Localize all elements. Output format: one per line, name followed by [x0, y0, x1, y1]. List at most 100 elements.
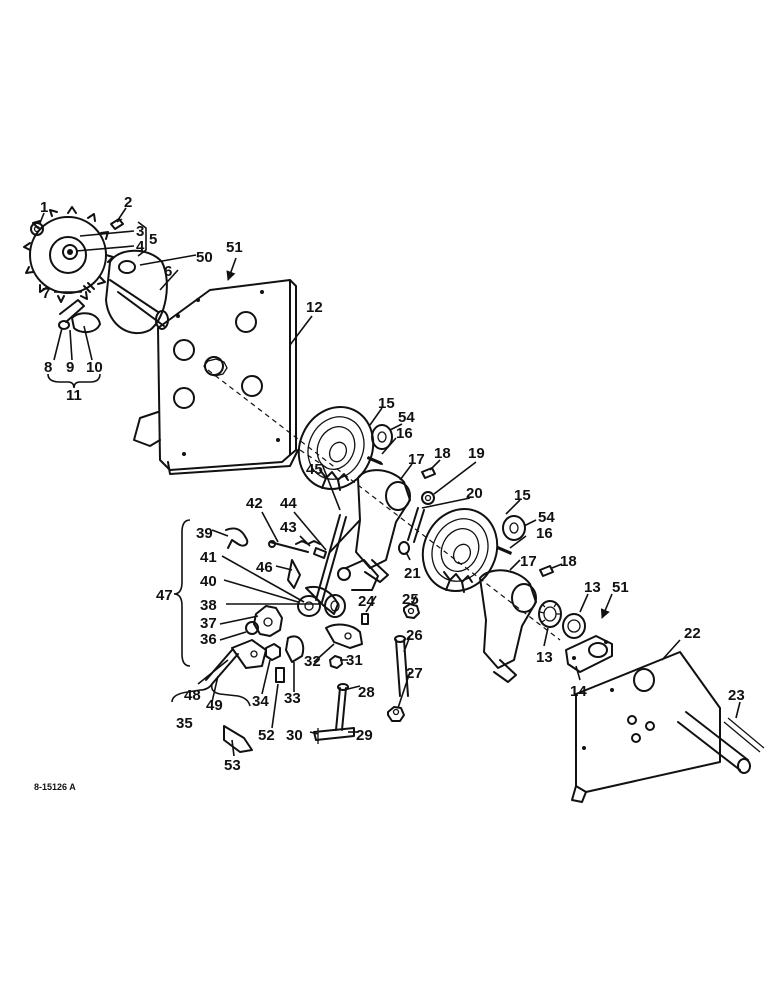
callout-16: 16	[396, 425, 413, 442]
callout-28: 28	[358, 684, 375, 701]
callout-2: 2	[124, 194, 132, 211]
callout-8: 8	[44, 359, 52, 376]
star-wheel-37	[253, 605, 283, 637]
callout-12: 12	[306, 299, 323, 316]
callout-labels: 1 2 3 4 5 6 7 8 9 10 11 12 13 13 14 15 1…	[40, 194, 745, 774]
latch-part-53	[223, 725, 253, 753]
washer-part-34	[265, 643, 281, 661]
plate-part-33	[285, 635, 305, 663]
callout-46: 46	[256, 559, 273, 576]
callout-15: 15	[378, 395, 395, 412]
clip-part-52	[275, 667, 285, 683]
bolt-part-2	[110, 218, 124, 230]
callout-33: 33	[284, 690, 301, 707]
callout-10: 10	[86, 359, 103, 376]
callout-18: 18	[560, 553, 577, 570]
bearing-part-13	[538, 600, 562, 628]
callout-17: 17	[520, 553, 537, 570]
drive-sprocket	[23, 206, 114, 303]
lever-part-39	[225, 527, 249, 549]
nut-part-25	[403, 603, 420, 619]
callout-37: 37	[200, 615, 217, 632]
rod-part-28	[335, 683, 349, 731]
callout-53: 53	[224, 757, 241, 774]
nut-part-1	[30, 222, 44, 236]
callout-44: 44	[280, 495, 297, 512]
callout-36: 36	[200, 631, 217, 648]
callout-16: 16	[536, 525, 553, 542]
callout-15: 15	[514, 487, 531, 504]
shaft-part-20	[407, 507, 425, 543]
link-part-49	[205, 649, 239, 685]
callout-17: 17	[408, 451, 425, 468]
washer-part-36	[245, 621, 259, 635]
callout-34: 34	[252, 693, 269, 710]
arm-part-41	[305, 559, 379, 615]
disc-part-40	[297, 595, 321, 617]
callout-13: 13	[536, 649, 553, 666]
gear-housing-lower	[479, 569, 537, 683]
callout-47: 47	[156, 587, 173, 604]
collar-part-38	[324, 594, 346, 618]
callout-49: 49	[206, 697, 223, 714]
callout-leaders	[39, 207, 741, 757]
shaft-arm-45	[315, 514, 347, 603]
callout-54: 54	[538, 509, 555, 526]
rod-part-42	[268, 540, 309, 553]
callout-1: 1	[40, 199, 48, 216]
callout-9: 9	[66, 359, 74, 376]
latch-group-8-9-10	[58, 299, 101, 334]
bolt-part-18-lower	[539, 565, 554, 577]
callout-24: 24	[358, 593, 375, 610]
callout-13: 13	[584, 579, 601, 596]
callout-35: 35	[176, 715, 193, 732]
main-plate	[133, 279, 299, 475]
pin-part-7	[83, 282, 95, 293]
callout-38: 38	[200, 597, 217, 614]
callout-19: 19	[468, 445, 485, 462]
nut-part-27	[387, 706, 405, 722]
callout-5: 5	[149, 231, 157, 248]
bevel-gear-lower	[421, 508, 499, 593]
callout-30: 30	[286, 727, 303, 744]
figure-reference: 8-15126 A	[34, 782, 76, 792]
callout-22: 22	[684, 625, 701, 642]
callout-3: 3	[136, 223, 144, 240]
callout-20: 20	[466, 485, 483, 502]
callout-50: 50	[196, 249, 213, 266]
pin-part-24	[361, 613, 369, 625]
pin-part-16-upper	[367, 456, 383, 465]
callout-26: 26	[406, 627, 423, 644]
callout-48: 48	[184, 687, 201, 704]
hub-shaft	[105, 249, 169, 335]
yoke-part-29-30	[313, 727, 355, 744]
callout-39: 39	[196, 525, 213, 542]
alignment-line	[207, 369, 561, 641]
callout-25: 25	[402, 591, 419, 608]
callout-27: 27	[406, 665, 423, 682]
callout-51: 51	[226, 239, 243, 256]
callout-32: 32	[304, 653, 321, 670]
callout-42: 42	[246, 495, 263, 512]
callout-21: 21	[404, 565, 421, 582]
callout-18: 18	[434, 445, 451, 462]
callout-11: 11	[66, 387, 82, 404]
callout-6: 6	[164, 263, 172, 280]
bracket-part-46	[287, 559, 301, 589]
callout-52: 52	[258, 727, 275, 744]
callout-40: 40	[200, 573, 217, 590]
callout-7: 7	[42, 285, 50, 302]
washer-part-21	[398, 541, 410, 555]
callout-14: 14	[570, 683, 587, 700]
callout-23: 23	[728, 687, 745, 704]
callout-51: 51	[612, 579, 629, 596]
nut-part-19	[421, 491, 435, 505]
washer-lower	[502, 515, 526, 541]
callout-4: 4	[136, 238, 145, 255]
callout-45: 45	[306, 461, 323, 478]
shaft-part-23	[677, 711, 765, 774]
callout-29: 29	[356, 727, 373, 744]
callout-41: 41	[200, 549, 217, 566]
washer-upper	[371, 424, 393, 450]
